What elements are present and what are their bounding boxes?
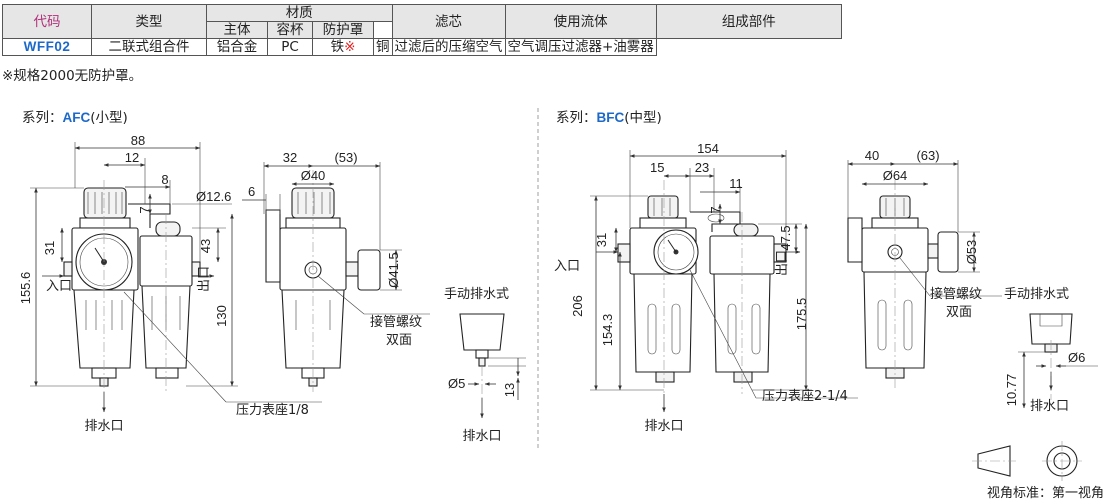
cell-body: 铝合金 (206, 38, 268, 56)
header-flow: 使用流体 (504, 4, 657, 39)
dim-d12-6: Ø12.6 (196, 189, 231, 204)
inlet-label: 入口 (46, 279, 72, 294)
cell-element: 铜 (373, 38, 393, 56)
dim-31: 31 (42, 241, 57, 255)
side-dim-6: 6 (248, 184, 255, 199)
drain-d5: Ø5 (448, 376, 465, 391)
bfc-gauge-port-label: 压力表座2-1/4 (762, 389, 848, 404)
header-body: 主体 (206, 21, 268, 39)
guard-mark: ※ (344, 39, 356, 55)
bfc-side-dim-40: 40 (865, 148, 879, 163)
cell-flow: 过滤后的压缩空气 (391, 38, 506, 56)
projection-standard-label: 视角标准：第一视角 (987, 486, 1104, 501)
cell-guard: 铁※ (312, 38, 374, 56)
bfc-drain-label: 排水口 (644, 419, 683, 434)
dim-155-6: 155.6 (18, 272, 33, 305)
header-code: 代码 (2, 4, 92, 39)
afc-front-view: 88 12 8 7 Ø12.6 31 43 155.6 130 (18, 133, 322, 434)
header-components: 组成部件 (655, 4, 842, 39)
bfc-dim-23: 23 (695, 160, 709, 175)
bfc-dim-154: 154 (697, 141, 719, 156)
dim-88: 88 (131, 133, 145, 148)
header-element: 滤芯 (391, 4, 506, 39)
cell-code: WFF02 (2, 38, 92, 56)
series-prefix: 系列： (556, 110, 597, 126)
bfc-front-view: 154 15 23 11 7 31 47.5 206 154.3 (554, 141, 858, 434)
cell-components: 空气调压过滤器+油雾器 (504, 38, 657, 56)
gauge-port-label: 压力表座1/8 (236, 403, 309, 418)
drain-label-2: 排水口 (462, 429, 501, 444)
manual-drain-title: 手动排水式 (444, 287, 509, 302)
bfc-dim-47-5: 47.5 (778, 225, 793, 250)
drain-dim-13: 13 (502, 383, 517, 397)
bfc-dim-7: 7 (708, 206, 723, 213)
series-suffix: (中型) (624, 110, 662, 126)
table-note: ※规格2000无防护罩。 (2, 68, 143, 84)
bfc-dim-11: 11 (729, 176, 743, 191)
afc-side-view: 32 (53) Ø40 6 Ø41.5 接管螺纹 双面 (242, 150, 430, 392)
bfc-drain-dim-10-77: 10.77 (1004, 374, 1019, 407)
bfc-drain-label-2: 排水口 (1030, 399, 1069, 414)
bfc-dim-154-3: 154.3 (600, 314, 615, 347)
bfc-manual-drain-view: 手动排水式 Ø6 10.77 排水口 (1004, 287, 1098, 414)
dim-12: 12 (125, 150, 139, 165)
bfc-side-dim-d64: Ø64 (883, 168, 908, 183)
series-title-afc: 系列：AFC(小型) (22, 106, 128, 126)
bfc-side-dim-d53: Ø53 (964, 240, 979, 265)
dim-130: 130 (214, 305, 229, 327)
bfc-thread-label: 接管螺纹 (930, 286, 982, 302)
series-suffix: (小型) (90, 110, 128, 126)
dim-43: 43 (198, 239, 213, 253)
bfc-dim-15: 15 (650, 160, 664, 175)
bfc-inlet-label: 入口 (554, 259, 580, 274)
side-dim-d40: Ø40 (301, 168, 326, 183)
side-dim-d41-5: Ø41.5 (386, 252, 401, 287)
series-code: BFC (596, 110, 625, 125)
first-angle-projection-icon (972, 441, 1082, 481)
dim-7: 7 (137, 206, 152, 213)
series-title-bfc: 系列：BFC(中型) (556, 106, 662, 126)
both-sides-label: 双面 (386, 333, 412, 348)
table-row: WFF02 二联式组合件 铝合金 PC 铁※ 铜 过滤后的压缩空气 空气调压过滤… (2, 38, 842, 56)
guard-text: 铁 (330, 39, 345, 55)
afc-manual-drain-view: 手动排水式 Ø5 13 排水口 (444, 287, 526, 444)
bfc-manual-drain-title: 手动排水式 (1004, 287, 1069, 302)
bfc-dim-206: 206 (570, 295, 585, 317)
bfc-both-sides-label: 双面 (946, 305, 972, 320)
side-dim-32: 32 (283, 150, 297, 165)
dim-8: 8 (161, 172, 168, 187)
side-dim-53: (53) (334, 150, 357, 165)
cell-bowl: PC (267, 38, 313, 56)
header-guard: 防护罩 (312, 21, 374, 39)
series-code: AFC (62, 110, 91, 125)
bfc-dim-175-5: 175.5 (794, 298, 809, 331)
bfc-side-dim-63: (63) (916, 148, 939, 163)
bfc-outlet-label: 出口 (775, 250, 790, 276)
spec-table: 代码 类型 材质 滤芯 使用流体 组成部件 主体 容杯 防护罩 WFF02 二联… (2, 4, 842, 56)
thread-label: 接管螺纹 (370, 314, 422, 330)
bfc-side-view: 40 (63) Ø64 Ø53 接管螺纹 双面 (847, 148, 1002, 390)
outlet-label: 出口 (197, 266, 212, 292)
series-prefix: 系列： (22, 110, 63, 126)
drain-label: 排水口 (84, 419, 123, 434)
cell-type: 二联式组合件 (91, 38, 207, 56)
bfc-drain-d6: Ø6 (1068, 350, 1085, 365)
